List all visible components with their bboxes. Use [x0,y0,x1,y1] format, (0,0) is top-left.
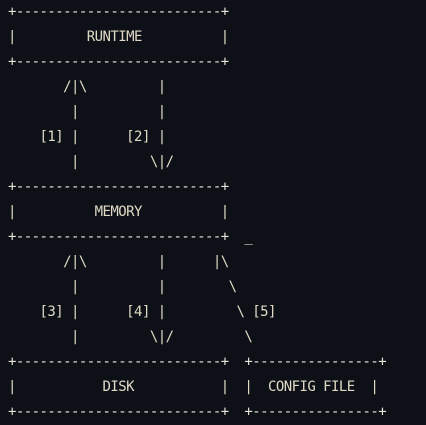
memory-disk-edge-labels: [3] | [4] | \ [5] [8,304,277,320]
memory-box-label: | MEMORY | [8,204,229,220]
memory-disk-arrow-tails: | \|/ \ [8,329,253,345]
memory-disk-connector: | | \ [8,279,237,295]
runtime-memory-arrow-tails: | \|/ [8,154,174,170]
runtime-memory-edge-labels: [1] | [2] | [8,129,167,145]
runtime-box-label: | RUNTIME | [8,29,229,45]
memory-disk-arrow-heads: /|\ | |\ [8,254,229,270]
runtime-memory-connector: | | [8,104,166,120]
disk-config-boxes-top-border: +--------------------------+ +----------… [8,354,387,370]
runtime-memory-arrow-heads: /|\ | [8,79,166,95]
disk-config-boxes-bottom-border: +--------------------------+ +----------… [8,404,387,420]
memory-box-top-border: +--------------------------+ [8,179,229,195]
runtime-box-top-border: +--------------------------+ [8,4,229,20]
ascii-architecture-diagram: +--------------------------+ | RUNTIME | +… [8,0,387,425]
memory-box-bottom-border: +--------------------------+ _ [8,229,253,245]
runtime-box-bottom-border: +--------------------------+ [8,54,229,70]
disk-config-boxes-labels: | DISK | | CONFIG FILE | [8,379,379,395]
